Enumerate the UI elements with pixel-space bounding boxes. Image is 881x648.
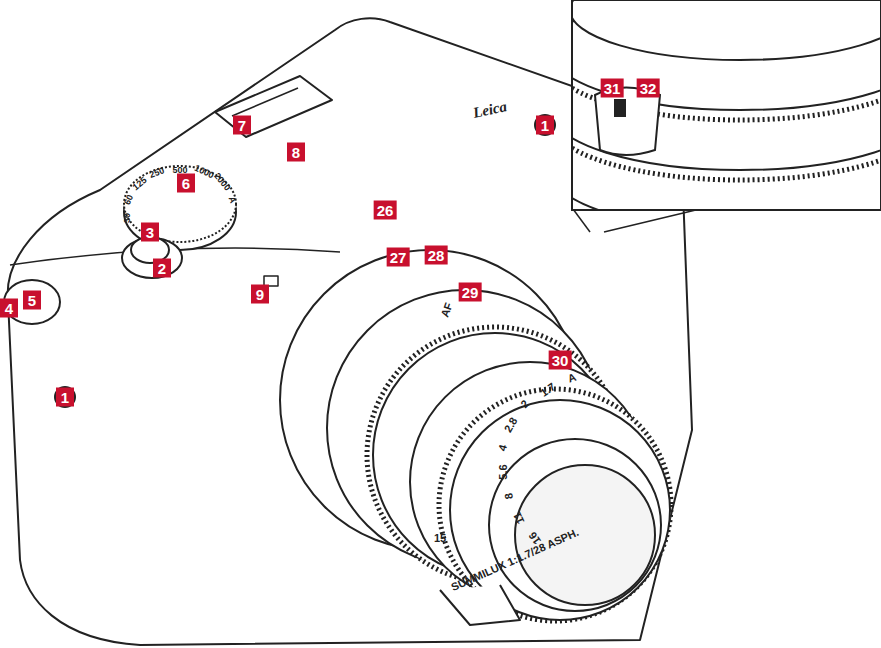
strap-lug	[535, 115, 555, 135]
focus-tab	[440, 585, 520, 625]
on-off-switch	[122, 238, 182, 278]
focus-lock-lever	[595, 88, 660, 156]
inset-leader	[573, 209, 590, 232]
engraved-text: 15	[434, 533, 446, 544]
callout-number: 31	[601, 79, 624, 98]
shutter-dial	[124, 166, 236, 242]
lock-button	[615, 100, 625, 116]
callout-number: 5	[23, 291, 41, 310]
lens-glass-ring	[489, 439, 661, 611]
callout-number: 3	[141, 223, 159, 242]
callout-number: 29	[459, 283, 482, 302]
inset-lens-front	[573, 1, 880, 60]
engraved-text: 500	[172, 166, 187, 175]
callout-number: 1	[536, 116, 554, 135]
engraved-text: 5.6	[498, 464, 509, 479]
callout-number: 26	[374, 201, 397, 220]
callout-number: 7	[233, 116, 251, 135]
hot-shoe	[215, 76, 332, 137]
callout-number: 6	[177, 174, 195, 193]
aperture-ring-grip	[439, 389, 671, 621]
callout-number: 32	[637, 79, 660, 98]
callout-number: 30	[549, 351, 572, 370]
inset-leader	[604, 209, 700, 232]
strap-lug	[55, 387, 75, 407]
callout-number: 28	[425, 246, 448, 265]
engraved-text: 30	[123, 213, 132, 223]
callout-number: 4	[0, 299, 18, 318]
callout-number: 2	[153, 259, 171, 278]
callout-number: 9	[251, 285, 269, 304]
callout-number: 27	[387, 248, 410, 267]
callout-number: 8	[287, 143, 305, 162]
hot-shoe-slot	[232, 88, 298, 116]
callout-number: 1	[56, 388, 74, 407]
lens-glass	[515, 465, 655, 605]
